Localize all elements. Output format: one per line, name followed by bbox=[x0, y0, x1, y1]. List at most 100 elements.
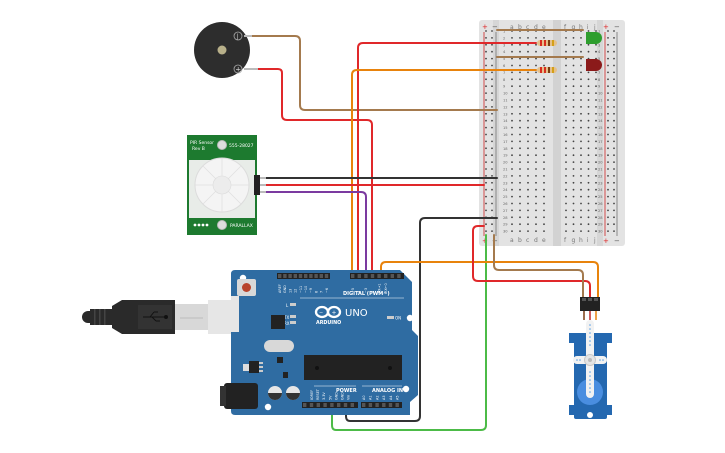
tie-hole bbox=[572, 92, 575, 94]
tie-hole bbox=[527, 133, 529, 136]
column-label: e bbox=[542, 24, 546, 31]
wire-pir-out[interactable] bbox=[264, 191, 367, 277]
right-minus-label: − bbox=[614, 23, 620, 31]
tie-hole bbox=[572, 209, 575, 212]
header-pin[interactable] bbox=[362, 403, 366, 407]
rail-hole bbox=[485, 202, 487, 205]
wire-gnd-rail[interactable] bbox=[345, 217, 498, 422]
header-pin[interactable] bbox=[364, 274, 368, 278]
column-label: f bbox=[564, 24, 567, 31]
wire-buzzer-minus[interactable] bbox=[249, 35, 498, 111]
header-pin[interactable] bbox=[309, 403, 314, 407]
pin-label: Vin bbox=[347, 395, 351, 400]
tie-hole bbox=[543, 168, 545, 170]
tie-hole bbox=[587, 202, 590, 205]
rail-hole bbox=[491, 57, 493, 60]
header-pin[interactable] bbox=[388, 403, 393, 407]
header-pin[interactable] bbox=[390, 274, 394, 278]
wire-buzzer-plus[interactable] bbox=[257, 68, 373, 277]
pir-sensor[interactable]: PIR Sensor Rev B 555-28027 PARALLAX bbox=[187, 135, 266, 235]
tie-hole bbox=[565, 175, 567, 177]
header-pin[interactable] bbox=[304, 274, 308, 278]
tie-hole bbox=[580, 147, 582, 150]
wires bbox=[249, 29, 599, 431]
header-pin[interactable] bbox=[293, 274, 297, 278]
resistor-2[interactable] bbox=[537, 67, 557, 73]
tie-hole bbox=[519, 112, 521, 115]
row-number: 19 bbox=[503, 154, 508, 158]
header-pin[interactable] bbox=[377, 274, 381, 278]
tie-hole bbox=[535, 57, 537, 60]
header-pin[interactable] bbox=[288, 274, 292, 278]
wire-servo-signal[interactable] bbox=[380, 261, 599, 299]
tie-hole bbox=[535, 202, 537, 205]
led-red[interactable] bbox=[586, 59, 602, 71]
header-pin[interactable] bbox=[375, 403, 379, 407]
header-pin[interactable] bbox=[330, 403, 334, 407]
tie-hole bbox=[565, 133, 567, 136]
rail-hole bbox=[607, 119, 609, 122]
tie-hole bbox=[527, 175, 529, 177]
rail-hole bbox=[607, 37, 609, 39]
header-pin[interactable] bbox=[368, 403, 373, 407]
tie-hole bbox=[527, 202, 529, 205]
column-label: d bbox=[534, 237, 538, 244]
usb-cable[interactable] bbox=[82, 300, 238, 334]
tie-hole bbox=[595, 216, 597, 219]
header-pin[interactable] bbox=[298, 274, 303, 278]
header-pin[interactable] bbox=[283, 274, 287, 278]
header-pin[interactable] bbox=[350, 403, 354, 407]
row-number: 25 bbox=[503, 195, 508, 199]
row-number: 12 bbox=[598, 105, 603, 109]
rail-hole bbox=[607, 195, 609, 198]
tie-hole bbox=[519, 50, 521, 53]
tie-hole bbox=[543, 133, 545, 136]
tie-hole bbox=[595, 43, 597, 46]
tie-hole bbox=[572, 181, 575, 184]
header-pin[interactable] bbox=[382, 403, 386, 407]
header-pin[interactable] bbox=[357, 274, 361, 278]
resistor-1[interactable] bbox=[537, 40, 557, 46]
header-pin[interactable] bbox=[397, 274, 401, 278]
header-pin[interactable] bbox=[351, 274, 355, 278]
header-pin[interactable] bbox=[319, 274, 323, 278]
wire-servo-power[interactable] bbox=[472, 225, 591, 299]
rail-hole bbox=[491, 140, 493, 143]
tie-hole bbox=[527, 106, 529, 108]
row-number: 7 bbox=[503, 71, 505, 75]
header-pin[interactable] bbox=[395, 403, 399, 407]
wire-servo-ground[interactable] bbox=[493, 234, 584, 299]
header-pin[interactable] bbox=[324, 274, 329, 278]
wire-led-red[interactable] bbox=[351, 69, 537, 277]
row-number: 23 bbox=[503, 181, 508, 185]
header-pin[interactable] bbox=[278, 274, 282, 278]
tie-hole bbox=[580, 154, 582, 157]
header-pin[interactable] bbox=[343, 403, 348, 407]
row-number: 20 bbox=[598, 161, 603, 165]
header-pin[interactable] bbox=[303, 403, 307, 407]
header-pin[interactable] bbox=[309, 274, 313, 278]
row-number: 5 bbox=[598, 57, 600, 61]
tie-hole bbox=[519, 78, 521, 81]
rail-hole bbox=[485, 30, 487, 32]
header-pin[interactable] bbox=[323, 403, 327, 407]
led-tx-label: TX bbox=[283, 315, 289, 320]
servo-motor[interactable] bbox=[569, 297, 612, 419]
led-green[interactable] bbox=[586, 32, 602, 44]
reset-button[interactable] bbox=[237, 279, 256, 296]
header-pin[interactable] bbox=[337, 403, 341, 407]
wire-5v-rail[interactable] bbox=[331, 234, 487, 431]
wire-led-green[interactable] bbox=[357, 42, 537, 277]
header-pin[interactable] bbox=[316, 403, 320, 407]
piezo-buzzer[interactable]: | + bbox=[194, 22, 258, 78]
header-pin[interactable] bbox=[370, 274, 375, 278]
tie-hole bbox=[543, 99, 545, 101]
pin-label: 7 bbox=[320, 291, 324, 293]
header-pin[interactable] bbox=[314, 274, 318, 278]
tie-hole bbox=[580, 57, 582, 60]
rail-hole bbox=[613, 64, 615, 67]
header-pin[interactable] bbox=[384, 274, 388, 278]
tie-hole bbox=[565, 119, 567, 122]
